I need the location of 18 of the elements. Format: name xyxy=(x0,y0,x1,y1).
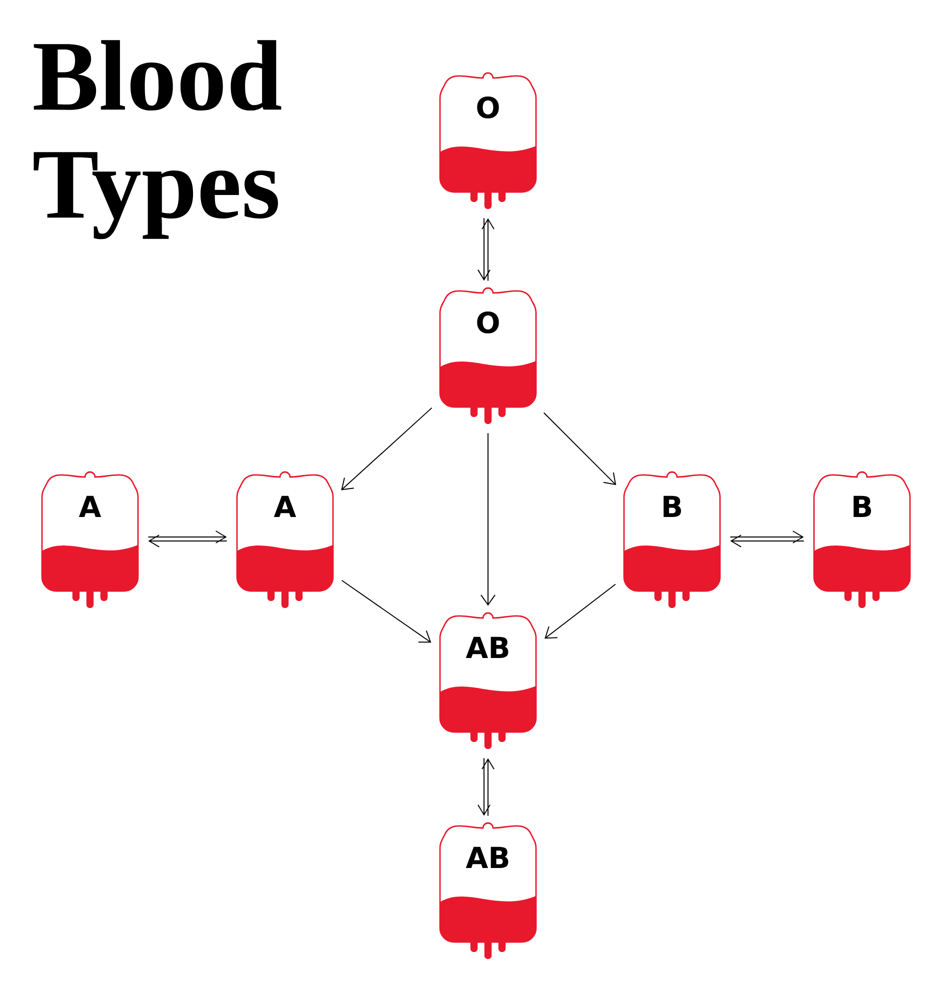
blood-bag: O xyxy=(439,287,537,424)
title: Blood Types xyxy=(34,40,282,240)
blood-bag: B xyxy=(623,471,721,608)
arrow xyxy=(341,580,432,643)
arrow xyxy=(478,758,494,816)
arrow xyxy=(730,530,804,548)
arrow xyxy=(480,432,496,606)
arrow xyxy=(544,584,616,639)
arrow xyxy=(478,218,494,282)
arrow xyxy=(148,530,228,548)
arrow xyxy=(341,407,432,490)
blood-bag: A xyxy=(41,471,139,608)
arrow xyxy=(543,412,616,486)
blood-bag: A xyxy=(236,471,334,608)
blood-bag: AB xyxy=(439,822,537,959)
blood-bag: AB xyxy=(439,612,537,749)
blood-bag: O xyxy=(439,72,537,209)
blood-bag: B xyxy=(813,471,911,608)
